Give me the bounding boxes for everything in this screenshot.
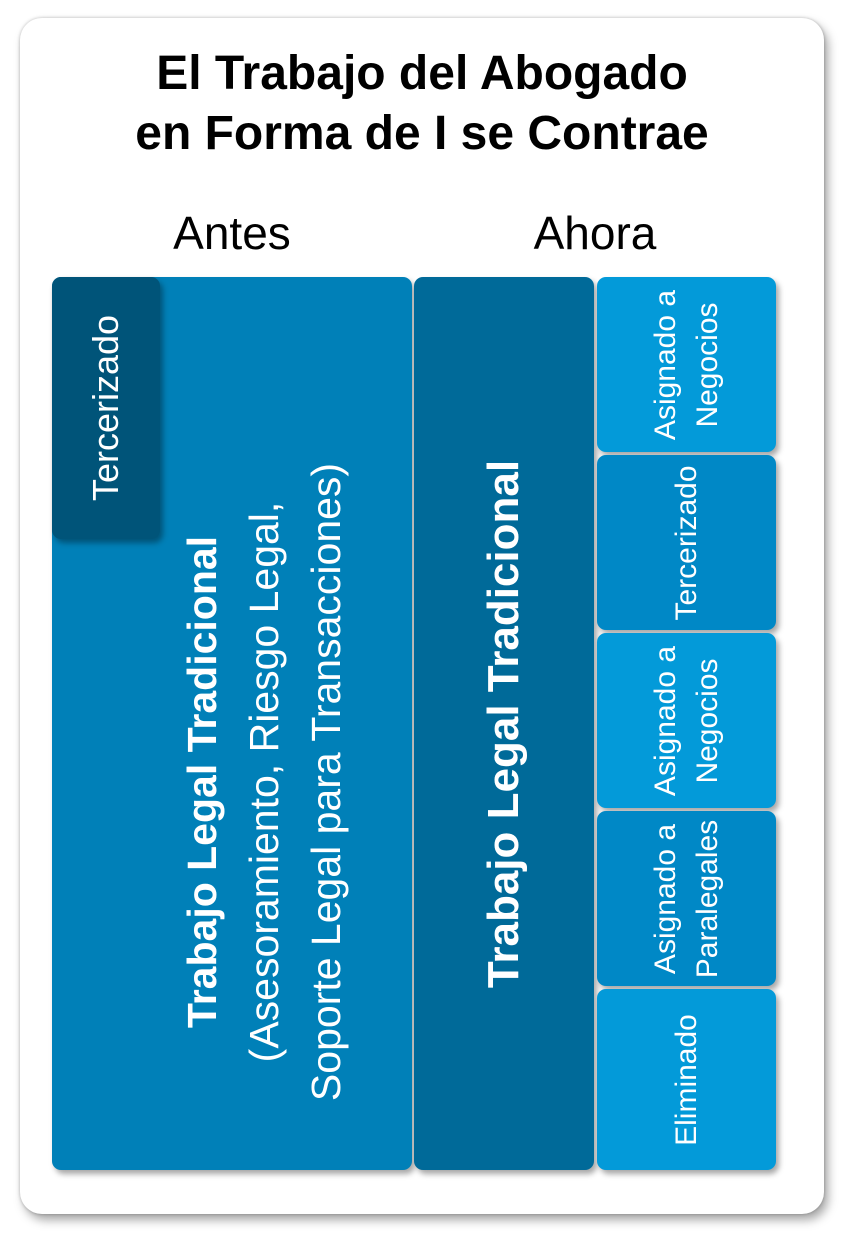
now-segment-outsourced-text: Tercerizado — [669, 464, 703, 621]
now-segment-eliminated-text: Eliminado — [669, 1013, 703, 1146]
title-line-2: en Forma de I se Contrae — [135, 107, 709, 160]
now-segment-eliminated: Eliminado — [597, 989, 776, 1170]
title-line-1: El Trabajo del Abogado — [156, 47, 688, 100]
now-traditional-label: Trabajo Legal Tradicional — [479, 459, 528, 988]
now-segment-business-2-text: Asignado a Negocios — [648, 645, 724, 796]
before-traditional-title: Trabajo Legal Tradicional — [179, 535, 225, 1029]
now-segment-business-1: Asignado a Negocios — [597, 277, 776, 452]
now-segment-business-2: Asignado a Negocios — [597, 633, 776, 808]
now-segment-outsourced: Tercerizado — [597, 455, 776, 630]
before-traditional-text: Trabajo Legal Tradicional (Asesoramiento… — [171, 463, 357, 1101]
page-title: El Trabajo del Abogado en Forma de I se … — [0, 44, 844, 164]
now-segment-paralegals: Asignado a Paralegales — [597, 811, 776, 986]
before-traditional-detail-1: (Asesoramiento, Riesgo Legal, — [241, 501, 287, 1063]
column-heading-now: Ahora — [533, 207, 657, 259]
before-traditional-detail-2: Soporte Legal para Transacciones) — [303, 462, 349, 1102]
now-segment-paralegals-text: Asignado a Paralegales — [648, 819, 724, 978]
now-traditional-block: Trabajo Legal Tradicional — [414, 277, 594, 1170]
now-segment-business-1-text: Asignado a Negocios — [648, 289, 724, 440]
before-outsourced-label: Tercerizado — [85, 314, 126, 502]
before-outsourced-block: Tercerizado — [52, 277, 160, 539]
column-heading-before: Antes — [173, 207, 291, 259]
